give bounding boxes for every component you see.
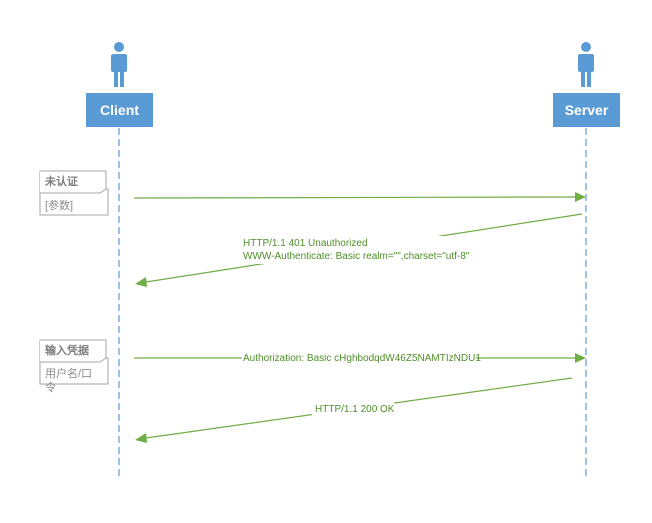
note-unauthenticated-body: [参数] xyxy=(45,198,73,212)
message-request-2-label: Authorization: Basic cHghbodqdW46Z5NAMTI… xyxy=(243,353,481,364)
note-enter-credentials-body-line1: 用户名/口 xyxy=(45,366,92,380)
note-enter-credentials-title: 输入凭据 xyxy=(45,343,89,357)
message-request-2: Authorization: Basic cHghbodqdW46Z5NAMTI… xyxy=(134,351,586,364)
server-person-icon xyxy=(578,42,594,87)
note-enter-credentials-body-line2: 令 xyxy=(45,380,56,394)
message-request-2-arrowhead xyxy=(575,353,586,363)
message-response-401: HTTP/1.1 401 Unauthorized WWW-Authentica… xyxy=(135,213,583,287)
message-response-401-arrowhead xyxy=(135,277,147,287)
message-response-200: HTTP/1.1 200 OK xyxy=(135,377,573,443)
message-response-200-label: HTTP/1.1 200 OK xyxy=(315,404,395,415)
message-request-1-arrowhead xyxy=(575,192,586,202)
message-response-200-arrowhead xyxy=(135,433,147,443)
participant-client: Client xyxy=(86,93,153,127)
note-enter-credentials: 输入凭据 用户名/口 令 xyxy=(39,339,109,394)
client-person-icon xyxy=(111,42,127,87)
message-request-1 xyxy=(133,192,586,202)
participant-client-label: Client xyxy=(100,102,139,118)
participant-server-label: Server xyxy=(565,102,609,118)
participant-server: Server xyxy=(553,93,620,127)
message-request-1-line xyxy=(133,196,577,199)
note-unauthenticated-title: 未认证 xyxy=(44,174,78,188)
message-response-401-label-line2: WWW-Authenticate: Basic realm="",charset… xyxy=(243,251,470,262)
note-unauthenticated: 未认证 [参数] xyxy=(39,170,109,216)
message-response-401-label-line1: HTTP/1.1 401 Unauthorized xyxy=(243,238,368,249)
